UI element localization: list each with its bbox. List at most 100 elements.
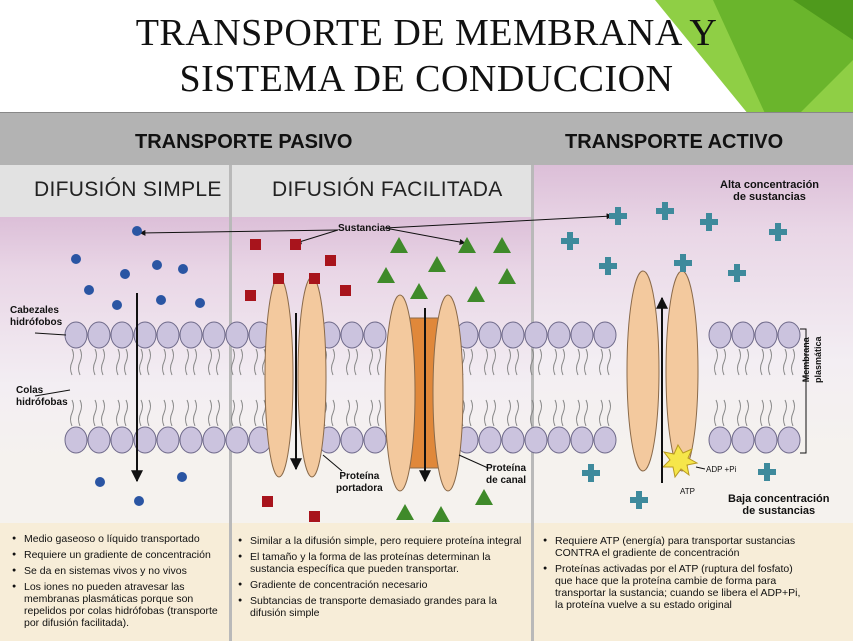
lipid-tail [553, 399, 557, 427]
passive-transport-header: TRANSPORTE PASIVO [135, 131, 353, 153]
lipid-tail [139, 348, 143, 376]
lipid-tail [538, 399, 542, 427]
lipid-tail [147, 348, 151, 376]
tails-label: Colas hidrófobas [16, 385, 68, 408]
active-transport-header: TRANSPORTE ACTIVO [565, 131, 784, 153]
diagram-graphics [34, 202, 807, 522]
lipid-tail [216, 348, 220, 376]
note-item: Proteínas activadas por el ATP (ruptura … [543, 563, 805, 611]
lipid-head [754, 426, 778, 454]
lipid-tail [331, 348, 335, 376]
lipid-tail [553, 348, 557, 376]
lipid-head [110, 426, 134, 454]
lipid-tail [70, 399, 74, 427]
note-item: El tamaño y la forma de las proteínas de… [238, 551, 522, 575]
column-divider-right [531, 165, 534, 641]
teal-molecule [674, 254, 692, 272]
lipid-tail [599, 399, 603, 427]
lipid-tail [768, 399, 772, 427]
lipid-head [225, 321, 249, 349]
red-molecules [245, 239, 351, 522]
lipid-tail [584, 348, 588, 376]
membrane-label: Membrana plasmática [801, 336, 823, 383]
lipid-tail [162, 348, 166, 376]
lipid-tail [722, 399, 726, 427]
lipid-tail [116, 348, 120, 376]
lipid-tail [185, 399, 189, 427]
blue-molecules [71, 226, 205, 506]
lipid-head [777, 321, 801, 349]
lipid-tail [484, 399, 488, 427]
substance-pointer-lines [139, 213, 613, 245]
lipid-tail [193, 399, 197, 427]
facilitated-diffusion-header: DIFUSIÓN FACILITADA [272, 178, 503, 201]
lipid-head [87, 426, 111, 454]
teal-molecule [599, 257, 617, 275]
teal-molecule [561, 232, 579, 250]
lipid-head [179, 321, 203, 349]
lipid-tail [116, 399, 120, 427]
lipid-tail [791, 399, 795, 427]
lipid-tail [346, 348, 350, 376]
lipid-tail [185, 348, 189, 376]
lipid-tail [722, 348, 726, 376]
lipid-tail [530, 399, 534, 427]
note-item: Requiere ATP (energía) para transportar … [543, 535, 805, 559]
lipid-tail [254, 348, 258, 376]
note-item: Se da en sistemas vivos y no vivos [12, 565, 222, 577]
lipid-head [478, 426, 502, 454]
lipid-tail [530, 348, 534, 376]
lipid-tail [208, 399, 212, 427]
lipid-tail [576, 399, 580, 427]
high-concentration-label: Alta concentración de sustancias [720, 179, 820, 203]
heads-label: Cabezales hidrófobos [10, 305, 63, 328]
lipid-head [478, 321, 502, 349]
lipid-tail [561, 348, 565, 376]
lipid-head [225, 426, 249, 454]
lipid-tail [124, 348, 128, 376]
teal-molecule [728, 264, 746, 282]
note-item: Requiere un gradiente de concentración [12, 549, 222, 561]
title-line-2: SISTEMA DE CONDUCCION [179, 58, 674, 100]
teal-molecule [609, 207, 627, 225]
lipid-head [156, 321, 180, 349]
lipid-head [179, 426, 203, 454]
lipid-tail [231, 348, 235, 376]
lipid-tail [70, 348, 74, 376]
pump-protein [626, 270, 699, 472]
lipid-tail [93, 399, 97, 427]
lipid-head [524, 321, 548, 349]
lipid-tail [737, 399, 741, 427]
lipid-tail [239, 399, 243, 427]
teal-molecule [769, 223, 787, 241]
note-item: Subtancias de transporte demasiado grand… [238, 595, 522, 619]
lipid-tail [607, 348, 611, 376]
lipid-tail [745, 348, 749, 376]
lipid-tail [538, 348, 542, 376]
column-divider-left [229, 165, 232, 641]
lipid-tail [170, 348, 174, 376]
lipid-tail [484, 348, 488, 376]
lipid-tail [714, 348, 718, 376]
note-item: Los iones no pueden atravesar las membra… [12, 581, 222, 629]
lipid-head [202, 321, 226, 349]
active-transport-notes: Requiere ATP (energía) para transportar … [543, 535, 805, 615]
carrier-protein-label: Proteína portadora [336, 471, 383, 494]
lipid-tail [377, 348, 381, 376]
adp-label: ADP +Pi [706, 465, 737, 474]
lipid-tail [599, 348, 603, 376]
lipid-heads [64, 321, 801, 454]
lipid-tail [147, 399, 151, 427]
teal-molecules [561, 202, 787, 509]
lipid-tail [354, 399, 358, 427]
lipid-tail [254, 399, 258, 427]
lipid-tail [162, 399, 166, 427]
lipid-tail [492, 399, 496, 427]
lipid-tail [216, 399, 220, 427]
green-corner-decoration [655, 0, 853, 120]
lipid-head [87, 321, 111, 349]
lipid-head [133, 426, 157, 454]
lipid-head [110, 321, 134, 349]
lipid-tail [193, 348, 197, 376]
lipid-tail [346, 399, 350, 427]
